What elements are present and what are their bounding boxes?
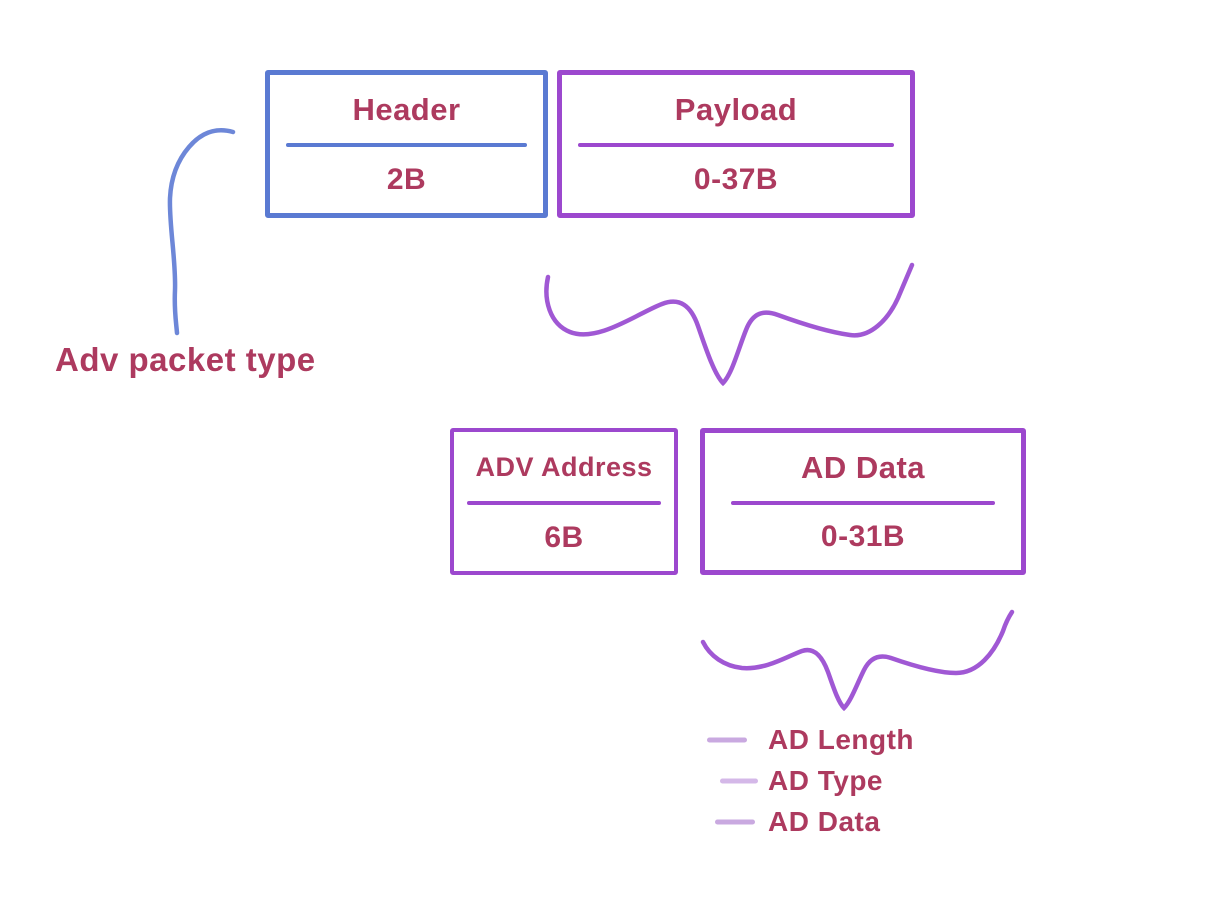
list-item-label: AD Length <box>768 723 915 755</box>
payload-brace-icon <box>544 262 915 387</box>
ad-data-brace-icon <box>700 609 1015 712</box>
payload-box: Payload 0-37B <box>557 70 915 218</box>
adv-address-box: ADV Address 6B <box>450 428 678 575</box>
adv-address-box-divider <box>467 500 661 505</box>
ad-data-box-divider <box>731 500 995 505</box>
header-box-divider <box>286 143 527 147</box>
header-box-size: 2B <box>386 163 427 196</box>
adv-address-box-size: 6B <box>544 520 584 554</box>
payload-box-title: Payload <box>674 92 798 127</box>
ad-data-box-size: 0-31B <box>820 520 906 554</box>
payload-box-size: 0-37B <box>693 163 779 196</box>
adv-address-box-title: ADV Address <box>475 451 653 482</box>
header-box-title: Header <box>352 92 461 127</box>
header-box: Header 2B <box>265 70 548 218</box>
dash-mark-icon <box>720 778 758 783</box>
ad-data-breakdown-list: AD Length AD Type AD Data <box>703 719 983 842</box>
list-item: AD Data <box>703 801 983 842</box>
dash-mark-icon <box>715 819 755 824</box>
list-item: AD Length <box>703 719 983 760</box>
list-item-label: AD Data <box>768 805 881 837</box>
ad-data-box-title: AD Data <box>800 449 926 485</box>
adv-packet-type-connector-icon <box>167 128 236 336</box>
list-item-label: AD Type <box>768 764 883 796</box>
adv-packet-type-label: Adv packet type <box>55 341 316 378</box>
ad-data-box: AD Data 0-31B <box>700 428 1026 575</box>
dash-mark-icon <box>707 737 747 742</box>
list-item: AD Type <box>703 760 983 801</box>
payload-box-divider <box>578 143 894 147</box>
